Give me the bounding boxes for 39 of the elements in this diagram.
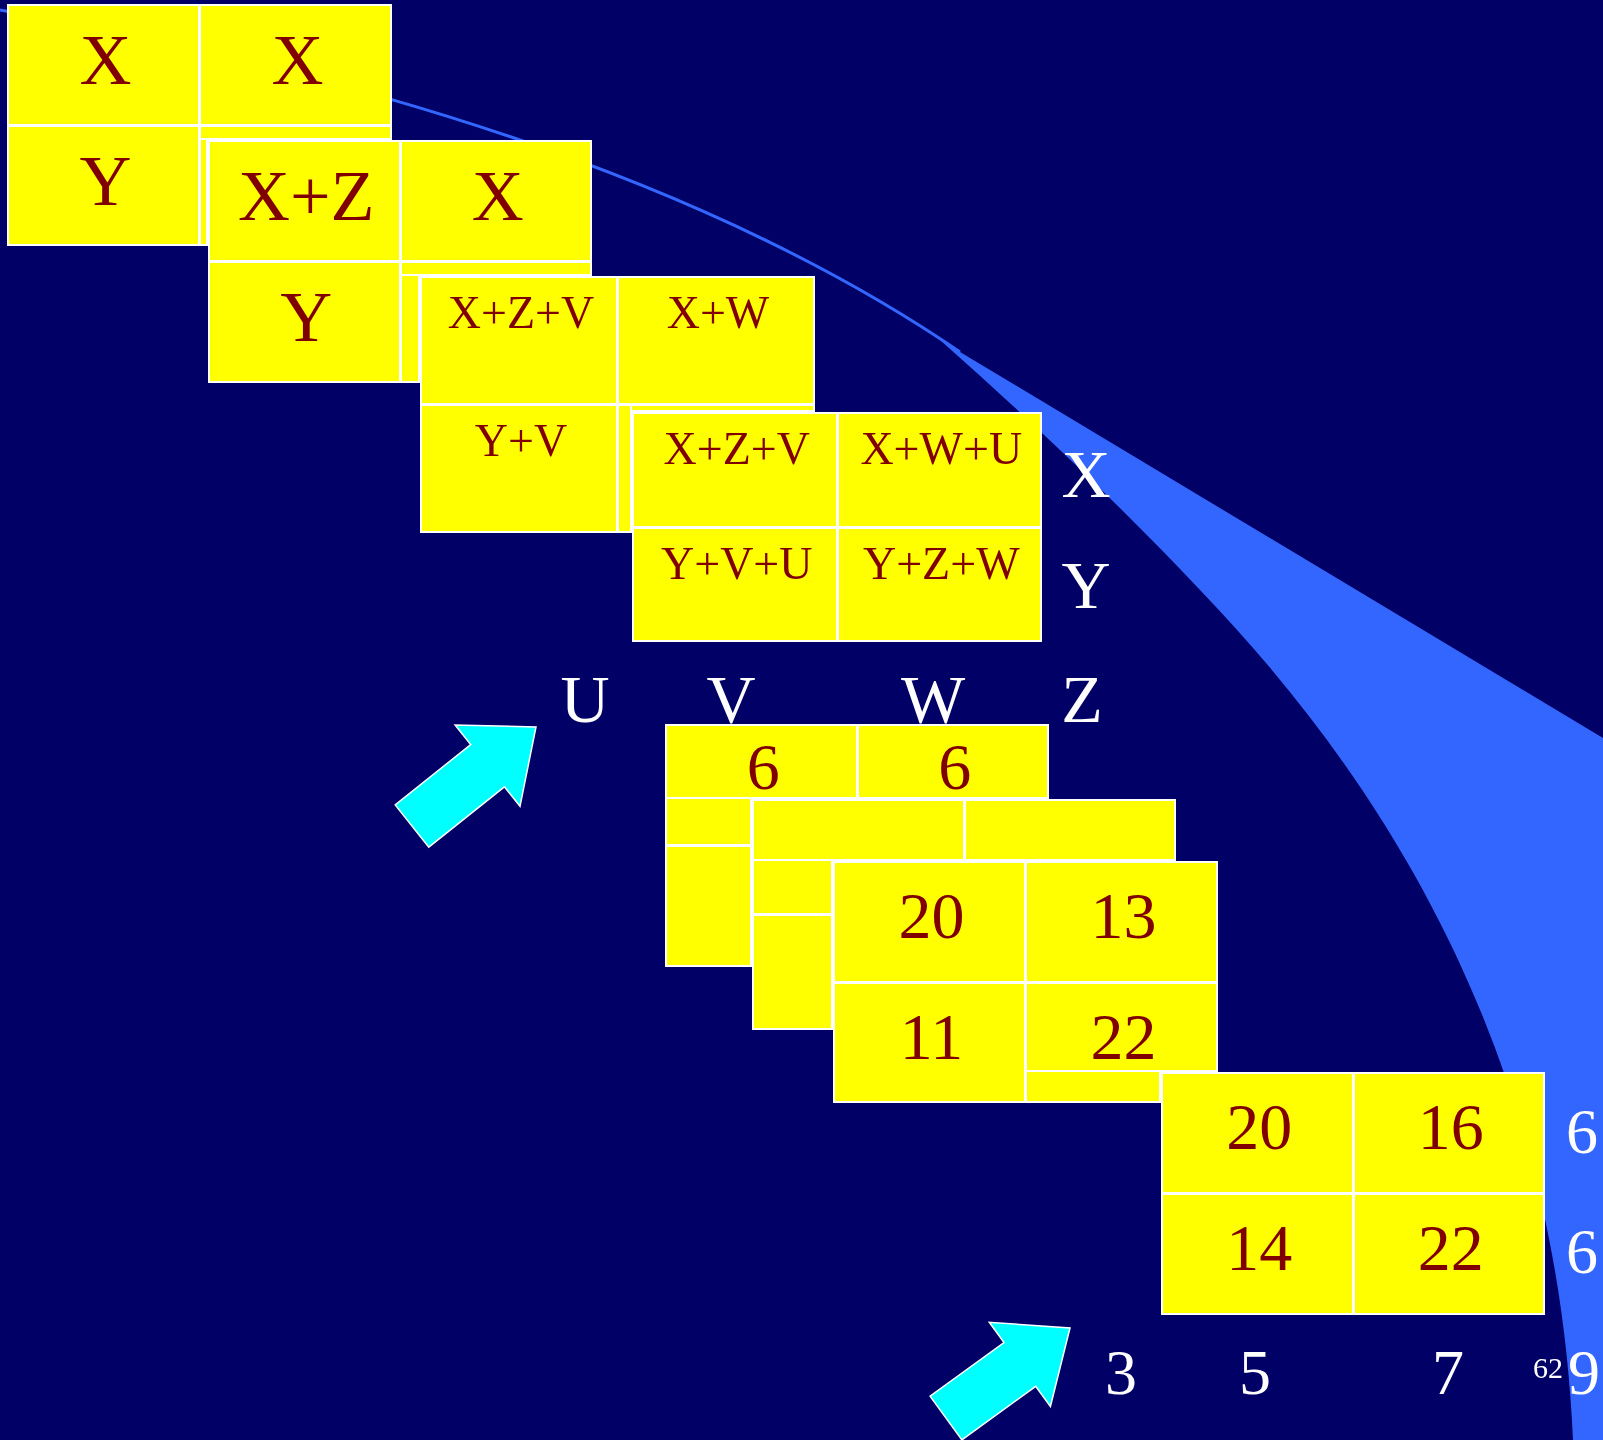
grid-cell: Y	[7, 124, 200, 246]
grid-cell: X	[399, 140, 592, 262]
grid-cell: 13	[1025, 861, 1218, 983]
axis-label: 7	[1432, 1341, 1464, 1405]
axis-label: 6	[1566, 1220, 1598, 1284]
grid-cell: X+Z	[208, 140, 401, 262]
grid-cell: X	[7, 4, 200, 126]
grid-cell: Y+V+U	[632, 526, 838, 642]
axis-label: U	[560, 665, 610, 733]
grid-cell	[752, 799, 965, 861]
grid-cell: 22	[1352, 1193, 1545, 1315]
grid-cell	[963, 799, 1176, 861]
grid-cell: 6	[856, 724, 1049, 799]
grid-cell: 20	[1161, 1072, 1354, 1194]
grid-cell: Y	[208, 261, 401, 383]
axis-label: 9	[1568, 1341, 1600, 1405]
grid-cell: 6	[665, 724, 858, 799]
grid-cell: X+W+U	[836, 412, 1042, 528]
axis-label: 3	[1105, 1341, 1137, 1405]
grid-cell: 20	[833, 861, 1026, 983]
grid-cell: Y+Z+W	[836, 526, 1042, 642]
grid-cell: 16	[1352, 1072, 1545, 1194]
grid-cell: X+W	[617, 276, 815, 405]
grid-cell: X	[199, 4, 392, 126]
grid-cell: X+Z+V	[420, 276, 618, 405]
axis-label: Z	[1061, 665, 1103, 733]
grid-cell: X+Z+V	[632, 412, 838, 528]
grid-cell	[665, 845, 752, 967]
axis-label: 62	[1533, 1353, 1563, 1383]
axis-label: Y	[1061, 551, 1111, 619]
grid-cell	[752, 914, 833, 1030]
axis-label: 6	[1566, 1100, 1598, 1164]
grid-cell: Y+V	[420, 404, 618, 533]
grid-cell: 22	[1025, 981, 1218, 1072]
grid-cell	[399, 261, 592, 276]
grid-cell: 11	[833, 981, 1026, 1103]
grid-cell: 14	[1161, 1193, 1354, 1315]
grid-cell	[617, 404, 632, 533]
axis-label: 5	[1239, 1341, 1271, 1405]
